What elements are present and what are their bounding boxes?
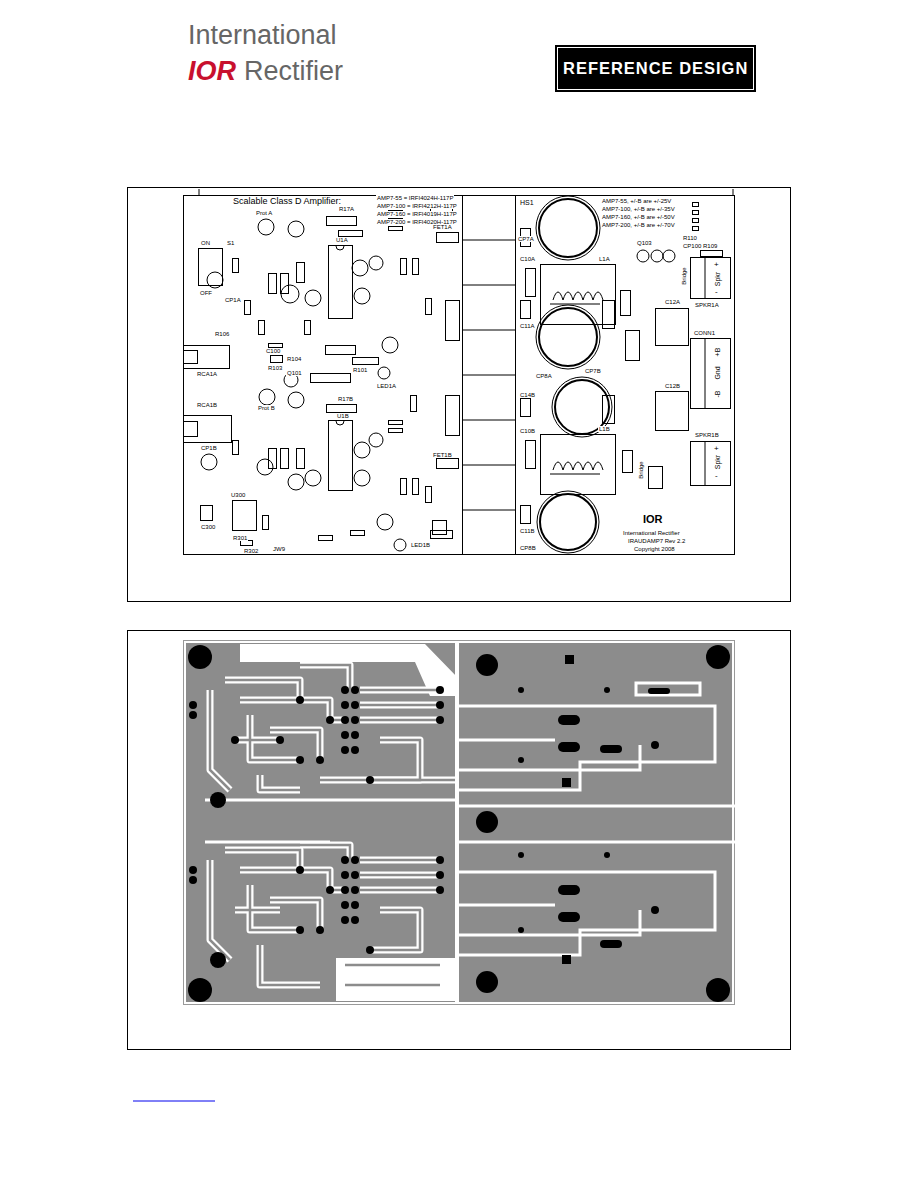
silkscreen-label: CP1B xyxy=(200,445,218,451)
silkscreen-label: U1A xyxy=(335,237,349,243)
silkscreen-label: RCA1A xyxy=(196,371,218,377)
silkscreen-label: International Rectifier xyxy=(622,530,681,536)
silkscreen-label: ON xyxy=(200,240,211,246)
silkscreen-label: IOR xyxy=(642,514,664,525)
silkscreen-label: AMP7-160, +/-B are +/-50V xyxy=(601,214,676,220)
silkscreen-label: AMP7-55, +/-B are +/-25V xyxy=(601,198,672,204)
silkscreen-label: AMP7-100 = IRFI4212H-117P xyxy=(376,203,458,209)
silkscreen-label: Prot B xyxy=(257,405,276,411)
silkscreen-label: Spkr xyxy=(714,454,721,470)
silkscreen-label: R101 xyxy=(352,367,368,373)
silkscreen-label: Bridge xyxy=(681,266,687,285)
silkscreen-label: AMP7-200, +/-B are +/-70V xyxy=(601,222,676,228)
silkscreen-label: - xyxy=(714,288,719,296)
silkscreen-label: -B xyxy=(714,390,721,399)
silkscreen-label: CP8A xyxy=(535,373,553,379)
silkscreen-label: CP1A xyxy=(224,297,242,303)
silkscreen-label: CP7A xyxy=(517,236,535,242)
silkscreen-label: R106 xyxy=(214,331,230,337)
silkscreen-label: Prot A xyxy=(255,210,273,216)
silkscreen-label: - xyxy=(714,472,719,480)
silkscreen-label: U1B xyxy=(336,413,350,419)
silkscreen-label: S1 xyxy=(226,240,235,246)
silkscreen-label: FET1A xyxy=(432,224,453,230)
silkscreen-label: R104 xyxy=(286,356,302,362)
silkscreen-label: R17B xyxy=(337,396,354,402)
silkscreen-label: R109 xyxy=(702,243,718,249)
silkscreen-label: R17A xyxy=(338,206,355,212)
silkscreen-label: R301 xyxy=(232,535,248,541)
silkscreen-label: Q101 xyxy=(286,370,303,376)
silkscreen-label: AMP7-55 = IRFI4024H-117P xyxy=(376,195,454,201)
silkscreen-label: CP7B xyxy=(584,368,602,374)
silkscreen-label: R103 xyxy=(267,365,283,371)
badge-text: REFERENCE DESIGN xyxy=(563,59,748,78)
silkscreen-label: OFF xyxy=(199,290,213,296)
silkscreen-label: JW9 xyxy=(272,546,286,552)
silkscreen-label: LED1A xyxy=(376,383,397,389)
silkscreen-label: + xyxy=(713,445,720,453)
silkscreen-label: AMP7-160 = IRFI4019H-117P xyxy=(376,211,458,217)
silkscreen-label: R110 xyxy=(682,235,698,241)
silkscreen-label: Q103 xyxy=(636,240,653,246)
logo-text: International xyxy=(188,22,337,49)
link-underline xyxy=(133,1101,215,1102)
silkscreen-label: CONN1 xyxy=(693,330,716,336)
silkscreen-label: HS1 xyxy=(519,199,535,206)
silkscreen-label: C11B xyxy=(519,528,536,534)
silkscreen-label: Gnd xyxy=(714,365,721,380)
silkscreen-label: FET1B xyxy=(432,452,453,458)
copper-layer xyxy=(184,641,736,1005)
figure-frame xyxy=(128,188,791,602)
silkscreen-label: C14B xyxy=(519,392,536,398)
silkscreen-label: RCA1B xyxy=(196,402,218,408)
silkscreen-label: R302 xyxy=(243,548,259,554)
silkscreen-label: C11A xyxy=(519,323,536,329)
silkscreen-label: CP100 xyxy=(682,243,702,249)
silkscreen-label: C12B xyxy=(664,383,681,389)
silkscreen-label: Copyright 2008 xyxy=(633,546,676,552)
silkscreen-label: C10B xyxy=(519,428,536,434)
silkscreen-label: Spkr xyxy=(714,271,721,287)
silkscreen-label: C10A xyxy=(519,256,536,262)
silkscreen-label: Scalable Class D Amplifier: xyxy=(232,197,342,206)
silkscreen-drawing xyxy=(184,189,735,555)
silkscreen-label: + xyxy=(713,261,720,269)
silkscreen-label: CP8B xyxy=(519,545,537,551)
figure-frame xyxy=(128,631,791,1050)
title-badge: REFERENCE DESIGN xyxy=(555,45,756,92)
logo-text: IOR xyxy=(188,58,236,85)
silkscreen-label: SPKR1A xyxy=(694,302,720,308)
silkscreen-label: L1A xyxy=(598,256,611,262)
silkscreen-label: AMP7-100, +/-B are +/-35V xyxy=(601,206,676,212)
silkscreen-label: C100 xyxy=(265,348,281,354)
silkscreen-label: U300 xyxy=(230,492,246,498)
silkscreen-label: +B xyxy=(714,347,721,358)
silkscreen-label: IRAUDAMP7 Rev 2.2 xyxy=(627,538,686,544)
silkscreen-label: L1B xyxy=(598,426,611,432)
silkscreen-label: LED1B xyxy=(410,542,431,548)
silkscreen-label: SPKR1B xyxy=(694,432,720,438)
logo-text: Rectifier xyxy=(244,58,343,85)
silkscreen-label: C300 xyxy=(200,524,216,530)
silkscreen-label: C12A xyxy=(664,299,681,305)
silkscreen-label: Bridge xyxy=(638,460,644,479)
